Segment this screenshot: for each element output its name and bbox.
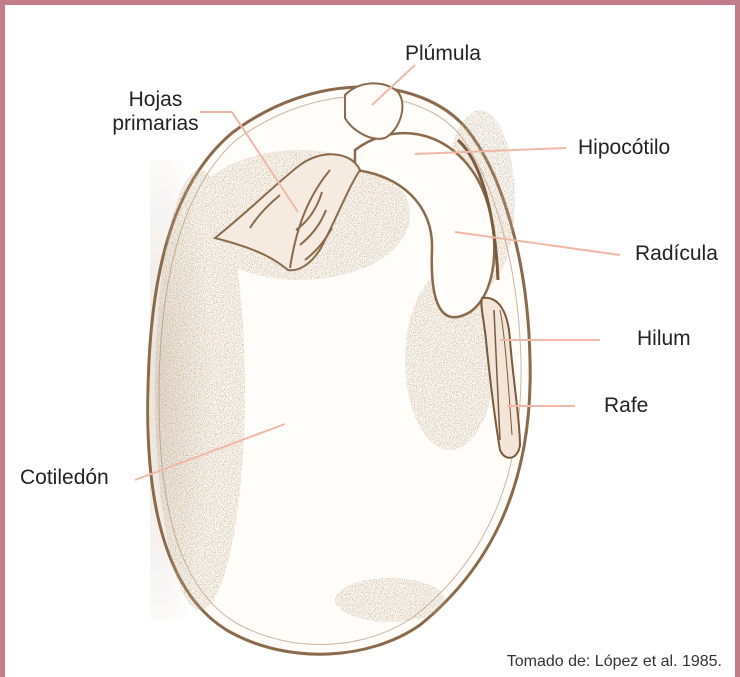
label-hojas-primarias: Hojas primarias — [108, 88, 203, 136]
label-radicula: Radícula — [635, 242, 718, 266]
label-hojas-line2: primarias — [108, 112, 203, 136]
label-rafe: Rafe — [604, 394, 648, 418]
label-plumula: Plúmula — [405, 42, 481, 66]
label-hojas-line1: Hojas — [108, 88, 203, 112]
label-hilum: Hilum — [637, 327, 691, 351]
label-hipocotilo: Hipocótilo — [578, 136, 670, 160]
label-cotiledon: Cotiledón — [20, 466, 109, 490]
source-credit: Tomado de: López et al. 1985. — [507, 653, 722, 671]
